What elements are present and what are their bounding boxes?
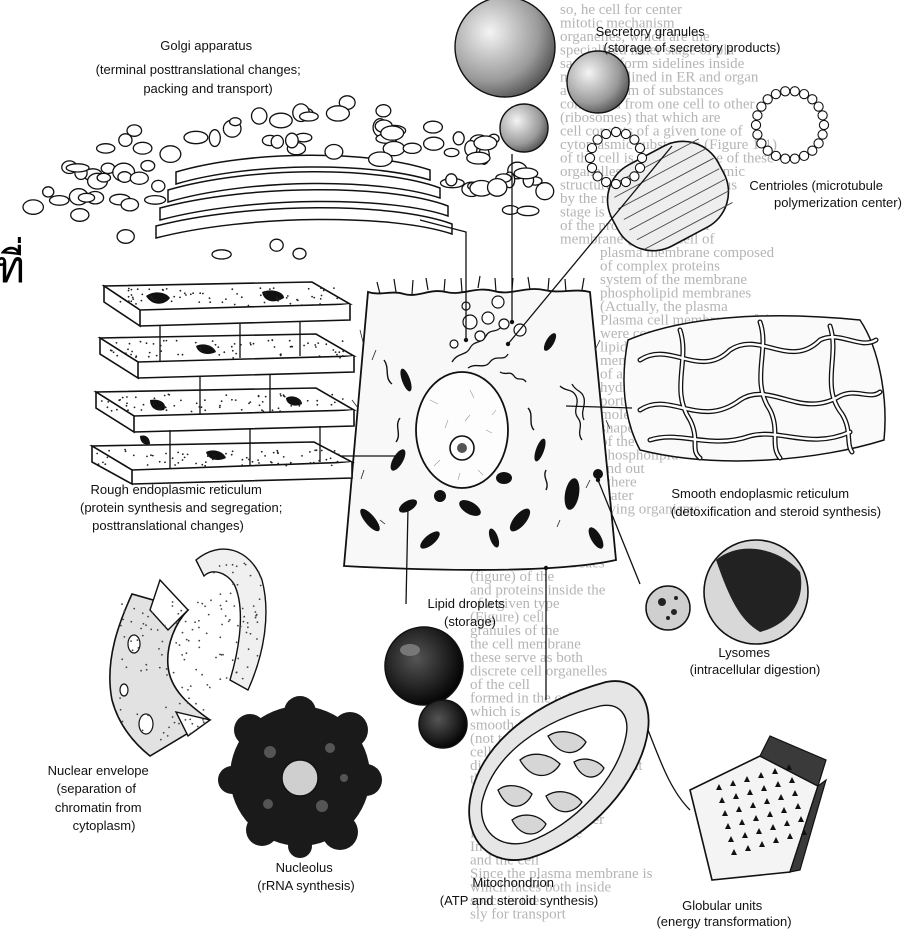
label-nuclear-envelope: Nuclear envelope (separation of chromati… bbox=[48, 763, 153, 833]
lipid-droplets-illustration bbox=[385, 627, 467, 748]
label-nucleolus: Nucleolus (rRNA synthesis) bbox=[257, 860, 355, 893]
side-glyph: ที่ bbox=[0, 236, 25, 293]
label-rough-er: Rough endoplasmic reticulum (protein syn… bbox=[80, 482, 286, 533]
label-lysosomes: Lysomes (intracellular digestion) bbox=[690, 645, 821, 677]
label-centrioles: Centrioles (microtubule polymerization c… bbox=[749, 178, 902, 210]
label-secretory-granules: Secretory granules (storage of secretory… bbox=[596, 24, 781, 55]
nucleus bbox=[416, 372, 508, 488]
golgi-apparatus-illustration bbox=[23, 96, 554, 259]
label-golgi-apparatus: Golgi apparatus (terminal posttranslatio… bbox=[96, 38, 305, 96]
label-globular-units: Globular units (energy transformation) bbox=[656, 898, 791, 929]
lysosomes-illustration bbox=[646, 540, 808, 644]
rough-er-illustration bbox=[92, 282, 354, 484]
label-smooth-er: Smooth endoplasmic reticulum (detoxifica… bbox=[671, 486, 881, 519]
globular-units-illustration bbox=[690, 736, 826, 880]
nucleolus-illustration bbox=[218, 696, 382, 858]
smooth-er-illustration bbox=[624, 316, 885, 461]
background-text-line: sly for transport bbox=[470, 907, 567, 923]
